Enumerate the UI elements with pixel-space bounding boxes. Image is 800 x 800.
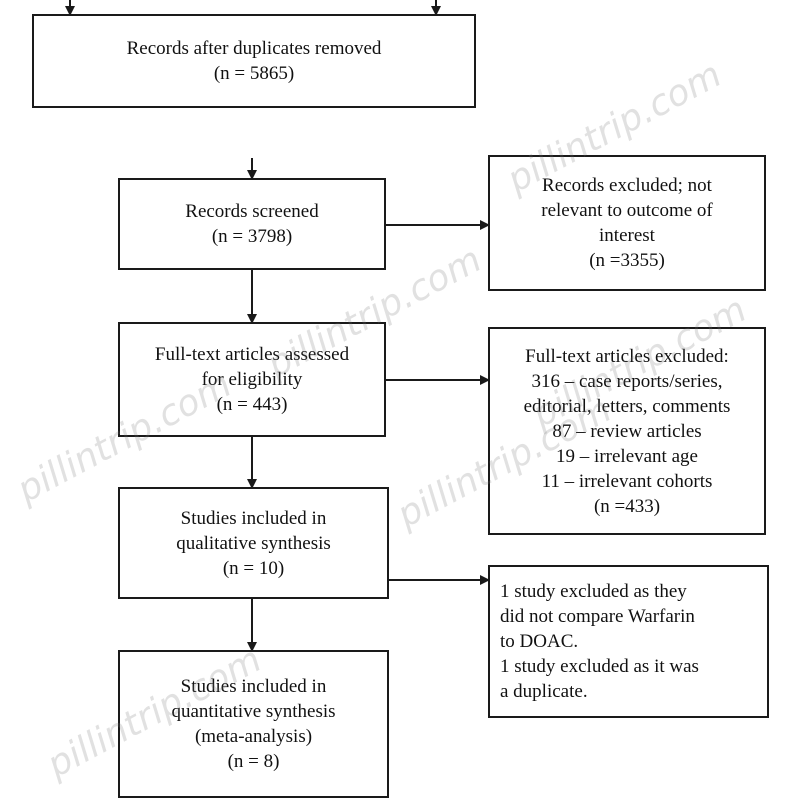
box-line: for eligibility: [201, 369, 303, 390]
box-line: a duplicate.: [500, 681, 588, 702]
box-count: (n = 8): [227, 751, 280, 772]
box-count: (n = 5865): [213, 63, 295, 84]
box-line: editorial, letters, comments: [523, 395, 731, 417]
box-qualitative-excluded: 1 study excluded as they did not compare…: [488, 565, 769, 718]
box-fulltext-excluded: Full-text articles excluded: 316 – case …: [488, 327, 766, 535]
box-line: Records after duplicates removed: [126, 38, 382, 59]
box-line: Full-text articles assessed: [154, 344, 350, 365]
box-count: (n = 3798): [211, 226, 293, 247]
box-line: 19 – irrelevant age: [556, 445, 698, 467]
box-count: (n =433): [593, 495, 661, 517]
box-line: 316 – case reports/series,: [531, 370, 723, 392]
box-line: Studies included in: [180, 676, 327, 697]
box-line: 1 study excluded as it was: [500, 656, 699, 677]
box-line: did not compare Warfarin: [500, 606, 695, 627]
box-fulltext-assessed: Full-text articles assessed for eligibil…: [118, 322, 386, 437]
box-line: interest: [599, 225, 655, 246]
box-line: Records screened: [185, 201, 319, 222]
box-line: qualitative synthesis: [176, 532, 331, 554]
box-line: 87 – review articles: [552, 420, 702, 442]
box-records-after-duplicates: Records after duplicates removed (n = 58…: [32, 14, 476, 108]
box-line: 1 study excluded as they: [500, 581, 687, 602]
box-count: (n = 10): [222, 557, 285, 579]
box-count: (n = 443): [216, 394, 288, 415]
box-line: (meta-analysis): [194, 726, 313, 747]
box-records-screened: Records screened (n = 3798): [118, 178, 386, 270]
box-line: Records excluded; not: [542, 175, 712, 196]
box-line: Studies included in: [180, 507, 327, 529]
box-line: quantitative synthesis: [171, 701, 336, 722]
box-count: (n =3355): [589, 250, 665, 271]
box-records-excluded: Records excluded; not relevant to outcom…: [488, 155, 766, 291]
box-quantitative-synthesis: Studies included in quantitative synthes…: [118, 650, 389, 798]
box-qualitative-synthesis: Studies included in qualitative synthesi…: [118, 487, 389, 599]
box-line: to DOAC.: [500, 631, 579, 652]
box-line: 11 – irrelevant cohorts: [541, 470, 713, 492]
box-line: relevant to outcome of: [541, 200, 713, 221]
box-line: Full-text articles excluded:: [525, 345, 729, 367]
